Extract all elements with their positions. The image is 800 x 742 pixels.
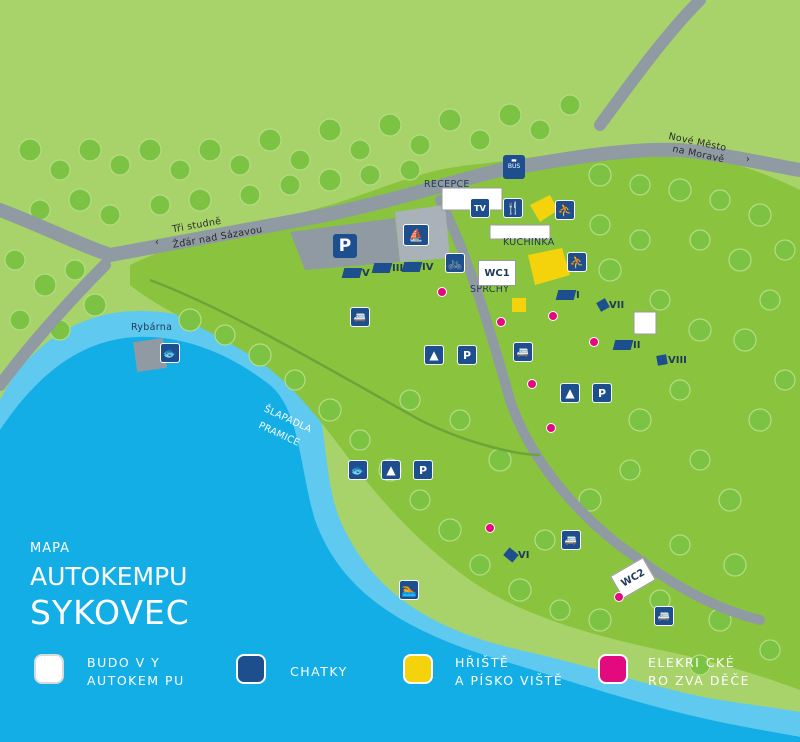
cottage-i: I [555,290,580,301]
parking-car-icon: P [457,345,477,365]
parking-icon: P [333,234,357,258]
electric-outlet [437,287,447,297]
playground-3 [512,298,526,312]
tent-icon: ▲ [560,383,580,403]
kitchen-building [489,224,551,240]
slide-icon: ⛹ [555,200,575,220]
electric-outlet [485,523,495,533]
cottage-vii: VII [596,298,624,312]
electric-outlet [546,423,556,433]
legend-label-cottages: CHATKY [290,664,348,679]
legend-swatch-buildings [34,654,64,684]
reception-label: RECEPCE [424,179,470,190]
bus-stop-icon: ▬BUS [503,155,525,179]
chevron-left-icon: ‹ [155,237,160,248]
legend-swatch-electric [598,654,628,684]
boat-icon: ⛵ [403,224,429,246]
fishing-icon: 🐟 [160,343,180,363]
tent-icon: ▲ [424,345,444,365]
pier [133,338,167,372]
kitchen-label: KUCHINKA [503,237,555,248]
cottage-v: V [341,268,370,279]
fishery-label: Rybárna [131,322,173,333]
cottage-viii: VIII [656,354,687,366]
legend-swatch-playground [403,654,433,684]
wc1-building: WC1 [478,260,516,286]
parking-car-icon: P [413,460,433,480]
slide-icon: ⛹ [567,252,587,272]
playground-2 [528,248,570,285]
caravan-icon: 🚐 [654,606,674,626]
electric-outlet [496,317,506,327]
map-title-name: SYKOVEC [30,593,190,632]
map-title: AUTOKEMPU [30,562,188,591]
fishing-icon: 🐟 [348,460,368,480]
showers-label: SPRCHY [470,284,510,295]
cottage-ii: II [612,340,640,351]
electric-outlet [548,311,558,321]
swimmer-icon: 🏊 [399,580,419,600]
caravan-icon: 🚐 [350,307,370,327]
building-white-1 [633,311,657,335]
cottage-vi: VI [503,547,529,563]
map-title-prefix: MAPA [30,541,71,556]
bicycle-icon: 🚲 [445,253,465,273]
chevron-right-icon: › [746,154,751,165]
tv-icon: TV [470,198,490,218]
electric-outlet [589,337,599,347]
lake-deep [0,336,800,742]
playground-1 [530,195,558,222]
parking-car-icon: P [592,383,612,403]
forest-trees [4,94,796,676]
fork-knife-icon: 🍴 [503,198,523,218]
caravan-icon: 🚐 [513,342,533,362]
electric-outlet [614,592,624,602]
caravan-icon: 🚐 [561,530,581,550]
electric-outlet [527,379,537,389]
legend-swatch-cottages [236,654,266,684]
cottage-iv: IV [401,262,433,273]
camp-path [149,278,541,457]
cottage-iii: III [371,263,403,274]
roads [0,0,800,625]
tent-icon: ▲ [381,460,401,480]
